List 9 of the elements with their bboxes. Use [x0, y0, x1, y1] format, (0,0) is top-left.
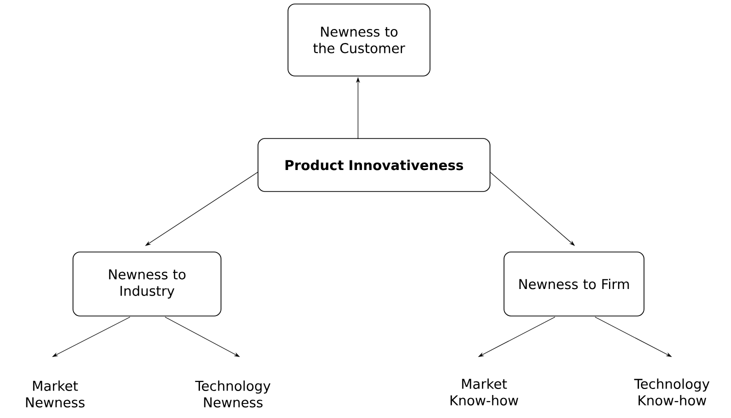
process-box: Newness to Firm	[504, 252, 644, 316]
text-label: Technology Newness	[195, 380, 270, 408]
process-box: Product Innovativeness	[258, 138, 490, 192]
text-label: Market Know-how	[450, 378, 518, 406]
process-box: Newness to Industry	[72, 252, 222, 316]
text-label: Technology Know-how	[634, 378, 710, 406]
process-box: Newness to the Customer	[288, 4, 430, 76]
text-label: Market Newness	[26, 380, 85, 408]
arrow	[490, 172, 575, 246]
